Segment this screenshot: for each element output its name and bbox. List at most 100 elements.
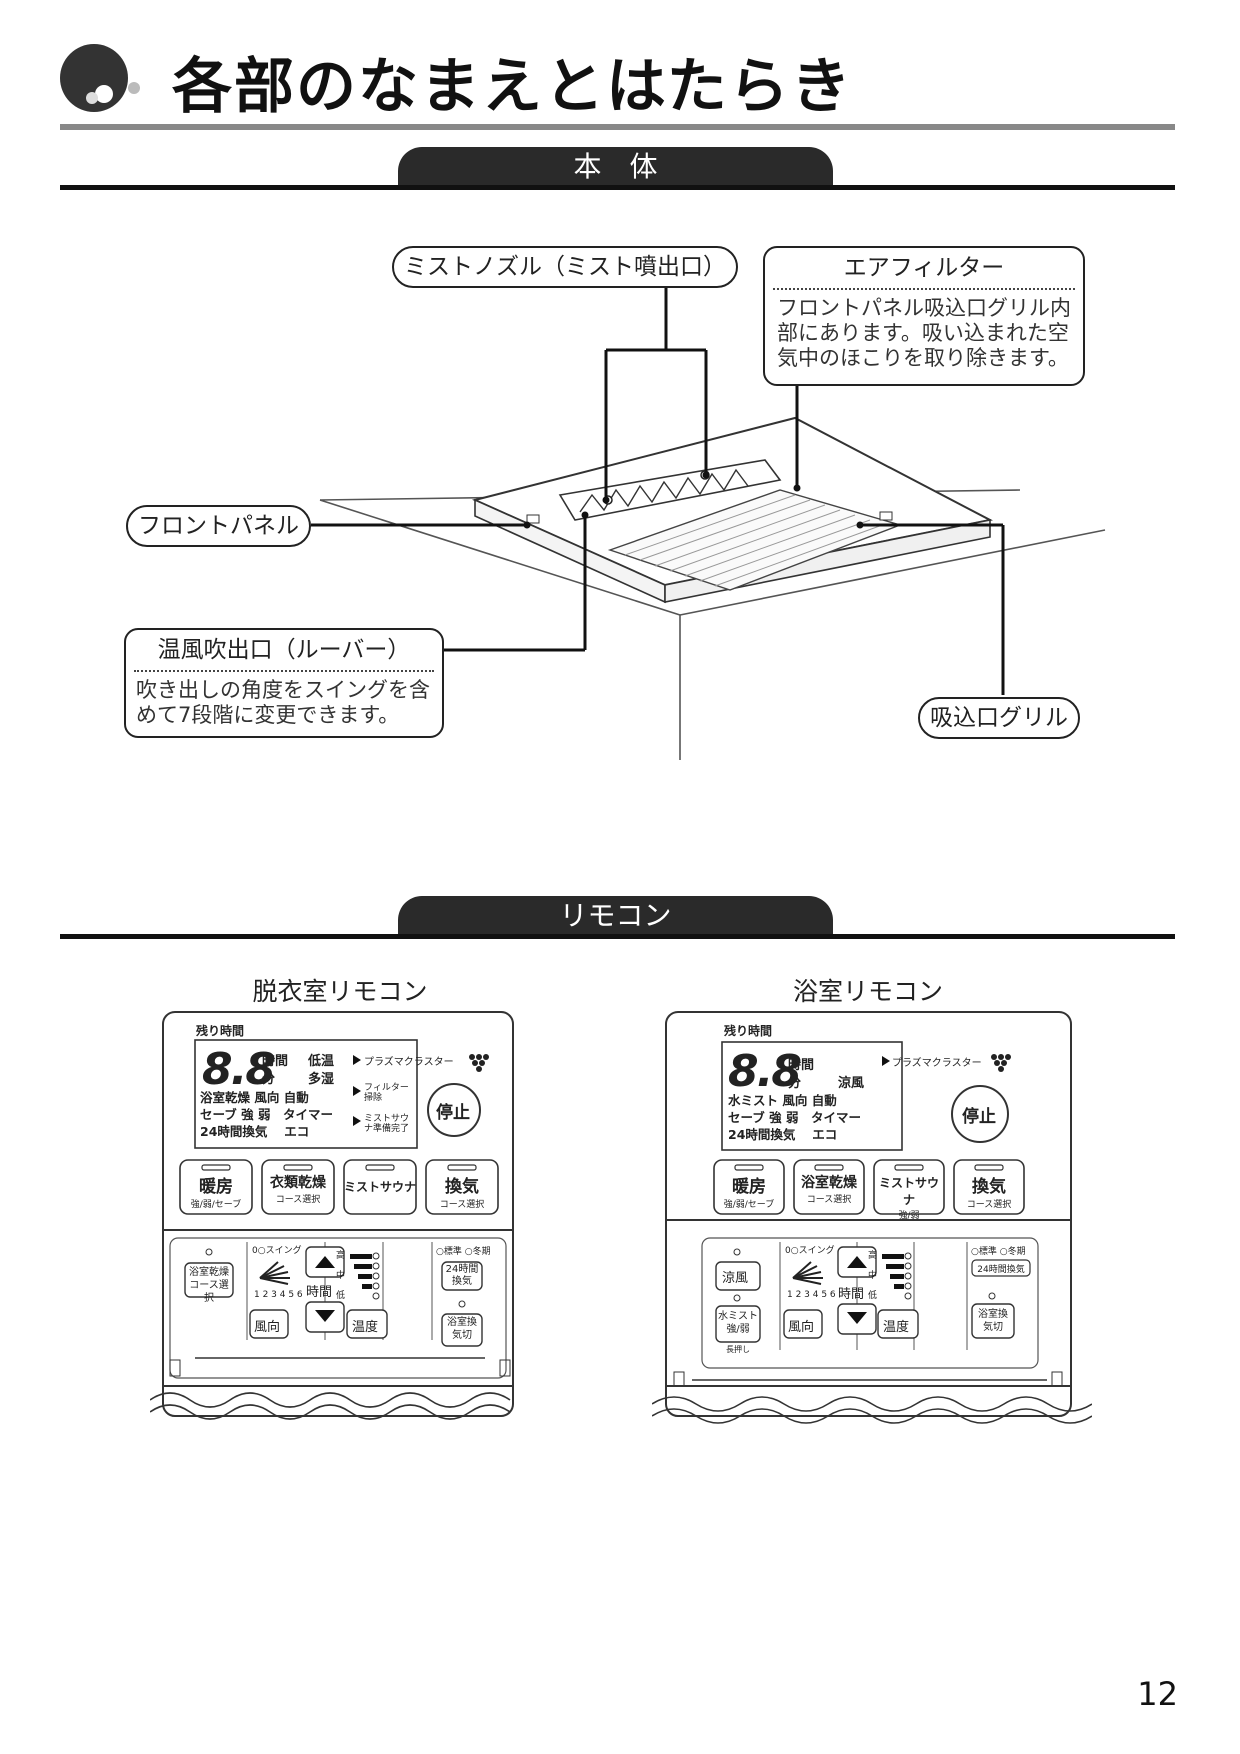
indicator-plasmacluster: プラズマクラスター: [892, 1058, 982, 1069]
ventilation-button[interactable]: 換気 コース選択: [426, 1172, 498, 1210]
lcd-humid: 多湿: [308, 1072, 335, 1087]
label-air-filter: エアフィルター: [843, 255, 1005, 281]
button-sub-label: コース選択: [439, 1200, 485, 1210]
unit-illustration: [311, 284, 1106, 760]
dotted-divider: [773, 288, 1075, 290]
button-sub-label: 強/弱/セーブ: [190, 1200, 242, 1210]
button-main-label: ミストサウナ: [878, 1176, 939, 1207]
label-air-filter-box: エアフィルター フロントパネル吸込口グリル内 部にあります。吸い込まれた空 気中…: [763, 246, 1085, 386]
button-sub-label: コース選択: [275, 1195, 321, 1205]
louver-desc-line: めて7段階に変更できます。: [136, 703, 400, 727]
page-number: 12: [1137, 1675, 1178, 1713]
temperature-button[interactable]: 温度: [352, 1320, 379, 1335]
temp-level-mid: 中: [336, 1271, 346, 1281]
title-rule: [60, 124, 1175, 130]
indicator-mist-sauna: ミストサウナ準備完了: [364, 1114, 410, 1134]
label-mist-nozzle: ミストノズル（ミスト噴出口）: [392, 246, 738, 288]
mode-indicator: ○標準 ○冬期: [436, 1247, 491, 1257]
mist-sauna-button[interactable]: ミストサウナ 強/弱: [874, 1174, 944, 1221]
time-label: 時間: [306, 1285, 333, 1300]
bath-vent-off-button[interactable]: 浴室換気切: [978, 1309, 1008, 1333]
air-filter-desc-line: 部にあります。吸い込まれた空: [777, 321, 1069, 345]
lcd-min-label: 分: [262, 1072, 276, 1087]
section-line-body: [60, 185, 1175, 190]
dotted-divider: [134, 670, 434, 672]
time-label: 時間: [838, 1287, 865, 1302]
button-main-label: 換気: [972, 1177, 1006, 1197]
bath-dry-course-button[interactable]: 浴室乾燥コース選択: [189, 1267, 229, 1304]
lcd-min-label: 分: [788, 1076, 802, 1091]
heating-button[interactable]: 暖房 強/弱/セーブ: [180, 1172, 252, 1210]
button-main-label: 暖房: [199, 1177, 233, 1197]
remote-left: 残り時間 8.8 時間 低温 分 多湿 浴室乾燥 風向 自動 セーブ 強 弱 タ…: [149, 1010, 530, 1430]
ventilation-24h-button[interactable]: 24時間換気: [445, 1264, 479, 1287]
label-louver: 温風吹出口（ルーバー）: [157, 637, 411, 663]
lcd-digits: 8.8: [202, 1044, 276, 1095]
lcd-line: 水ミスト 風向 自動: [728, 1093, 837, 1108]
air-filter-desc-line: フロントパネル吸込口グリル内: [777, 296, 1071, 320]
indicator-filter: フィルター掃除: [364, 1083, 409, 1103]
lcd-digits: 8.8: [728, 1046, 802, 1097]
page-title: 各部のなまえとはたらき: [172, 52, 853, 122]
button-main-label: 暖房: [732, 1177, 766, 1197]
swing-label: 0○スイング: [785, 1246, 835, 1256]
ventilation-24h-button[interactable]: 24時間換気: [977, 1265, 1025, 1275]
lcd-cool: 涼風: [838, 1076, 865, 1091]
cool-breeze-button[interactable]: 涼風: [722, 1271, 749, 1286]
louver-desc: 吹き出しの角度をスイングを含 めて7段階に変更できます。: [126, 672, 442, 734]
label-intake-grill: 吸込口グリル: [918, 697, 1080, 739]
temp-level-low: 低: [868, 1291, 878, 1301]
air-filter-desc: フロントパネル吸込口グリル内 部にあります。吸い込まれた空 気中のほこりを取り除…: [765, 290, 1083, 377]
remote-right: 残り時間 8.8 時間 分 涼風 水ミスト 風向 自動 セーブ 強 弱 タイマー…: [651, 1010, 1093, 1430]
title-icon: [58, 42, 142, 114]
section-line-remote: [60, 934, 1175, 939]
stop-button[interactable]: 停止: [436, 1103, 470, 1123]
lcd-line: 浴室乾燥 風向 自動: [200, 1090, 309, 1105]
remote-right-title: 浴室リモコン: [792, 977, 943, 1006]
wind-direction-button[interactable]: 風向: [254, 1320, 281, 1335]
label-louver-box: 温風吹出口（ルーバー） 吹き出しの角度をスイングを含 めて7段階に変更できます。: [124, 628, 444, 738]
lcd-line: セーブ 強 弱 タイマー: [728, 1110, 861, 1125]
temp-level-high: 高: [336, 1251, 346, 1261]
lcd-line: セーブ 強 弱 タイマー: [200, 1107, 333, 1122]
ventilation-button[interactable]: 換気 コース選択: [954, 1172, 1024, 1210]
section-tab-remote: リモコン: [398, 896, 833, 936]
lcd-line: 24時間換気 エコ: [200, 1124, 310, 1139]
air-filter-desc-line: 気中のほこりを取り除きます。: [777, 346, 1069, 370]
temp-level-high: 高: [868, 1251, 878, 1261]
water-mist-button[interactable]: 水ミスト強/弱: [718, 1311, 758, 1335]
long-press-label: 長押し: [726, 1345, 750, 1354]
temperature-button[interactable]: 温度: [883, 1320, 910, 1335]
swing-numbers: 1 2 3 4 5 6: [787, 1290, 836, 1300]
section-tab-body: 本 体: [398, 147, 833, 187]
mist-sauna-button[interactable]: ミストサウナ: [344, 1178, 416, 1195]
button-main-label: 換気: [445, 1177, 479, 1197]
swing-numbers: 1 2 3 4 5 6: [254, 1290, 303, 1300]
wind-direction-button[interactable]: 風向: [788, 1320, 815, 1335]
button-main-label: ミストサウナ: [344, 1180, 417, 1194]
button-sub-label: 強/弱: [898, 1211, 920, 1221]
remaining-time-label: 残り時間: [196, 1024, 245, 1038]
lcd-low-temp: 低温: [308, 1054, 335, 1069]
bath-vent-off-button[interactable]: 浴室換気切: [447, 1317, 477, 1341]
temp-level-mid: 中: [868, 1271, 878, 1281]
heating-button[interactable]: 暖房 強/弱/セーブ: [714, 1172, 784, 1210]
button-sub-label: コース選択: [806, 1195, 852, 1205]
indicator-plasmacluster: プラズマクラスター: [364, 1057, 454, 1068]
button-sub-label: コース選択: [966, 1200, 1012, 1210]
button-main-label: 浴室乾燥: [801, 1175, 857, 1191]
lcd-time-label: 時間: [788, 1058, 815, 1073]
mode-indicator: ○標準 ○冬期: [971, 1247, 1026, 1257]
clothes-dry-button[interactable]: 衣類乾燥 コース選択: [262, 1172, 334, 1205]
louver-desc-line: 吹き出しの角度をスイングを含: [136, 678, 430, 702]
bath-dry-button[interactable]: 浴室乾燥 コース選択: [794, 1172, 864, 1205]
stop-button[interactable]: 停止: [962, 1107, 996, 1127]
swing-label: 0○スイング: [252, 1246, 302, 1256]
remote-left-title: 脱衣室リモコン: [252, 977, 428, 1006]
temp-level-low: 低: [336, 1291, 346, 1301]
lcd-time-label: 時間: [262, 1054, 289, 1069]
label-front-panel: フロントパネル: [126, 505, 311, 547]
lcd-line: 24時間換気 エコ: [728, 1127, 838, 1142]
button-sub-label: 強/弱/セーブ: [723, 1200, 775, 1210]
remaining-time-label: 残り時間: [724, 1024, 773, 1038]
